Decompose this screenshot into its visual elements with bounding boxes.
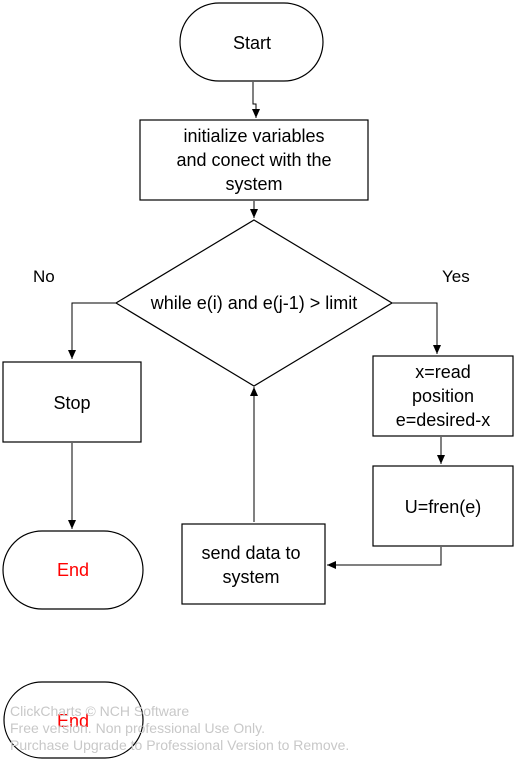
end-node-extra: End [3,681,144,759]
branch-yes-label: Yes [442,267,470,286]
connector-control-to-send [327,547,442,569]
stop-label: Stop [53,393,90,413]
init-label-line-1: initialize variables [183,126,324,146]
end-extra-label: End [57,711,89,731]
connector-start-to-init [252,82,260,118]
watermark-line-2: Free version. Non professional Use Only. [10,720,265,736]
read-label-line-2: position [412,386,474,406]
connector-decision-to-stop [68,302,116,359]
start-node: Start [179,2,324,82]
init-node: initialize variables and conect with the… [139,119,369,201]
connector-decision-to-read [392,302,441,354]
read-label-line-1: x=read [415,362,471,382]
watermark-line-1: ClickCharts © NCH Software [10,703,189,719]
watermark: ClickCharts © NCH Software Free version.… [10,703,349,753]
branch-no-label: No [33,267,55,286]
connectors [68,82,445,569]
read-label-line-3: e=desired-x [396,410,491,430]
start-label: Start [233,33,271,53]
stop-node: Stop [2,361,142,443]
decision-node: while e(i) and e(j-1) > limit [114,219,394,387]
control-label: U=fren(e) [405,497,482,517]
decision-label: while e(i) and e(j-1) > limit [150,293,358,313]
read-node: x=read position e=desired-x [372,355,514,437]
init-label-line-3: system [225,174,282,194]
send-label-line-1: send data to [201,543,300,563]
init-label-line-2: and conect with the [176,150,331,170]
end-node: End [2,530,144,610]
control-node: U=fren(e) [372,465,514,547]
end-label: End [57,560,89,580]
watermark-line-3: Purchase Upgrade to Professional Version… [10,737,349,753]
send-node: send data to system [181,523,326,605]
send-label-line-2: system [222,567,279,587]
